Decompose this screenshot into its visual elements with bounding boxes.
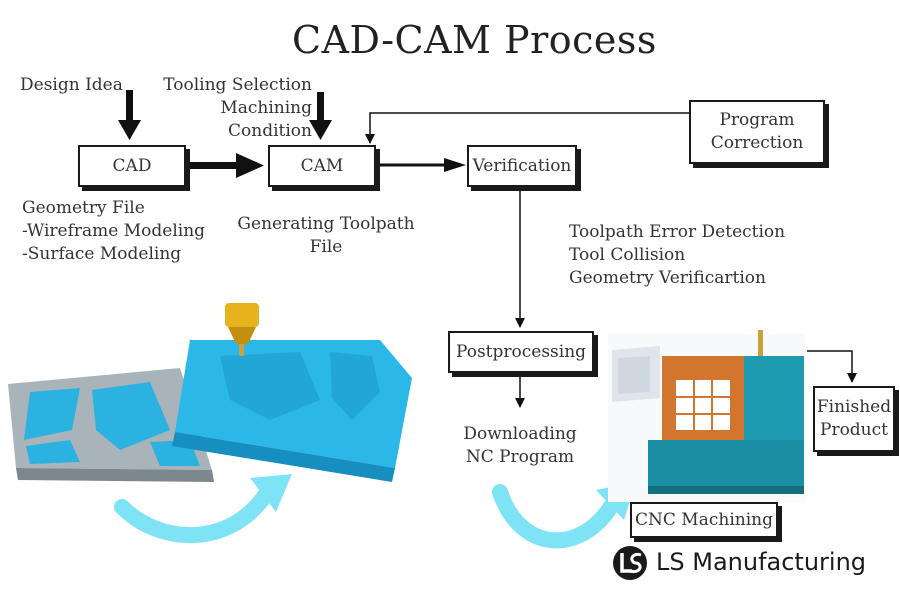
note-toolpath-error: Toolpath Error Detection — [569, 222, 786, 242]
ls-logo-icon — [613, 546, 647, 580]
box-program-correction: Program Correction — [689, 100, 825, 164]
box-postprocessing: Postprocessing — [448, 331, 594, 373]
note-downloading: Downloading — [463, 424, 577, 444]
label-condition: Condition — [228, 121, 312, 141]
page-title: CAD-CAM Process — [292, 18, 657, 62]
arrow-cam-to-verification — [378, 158, 466, 172]
brand-name: LS Manufacturing — [656, 548, 867, 576]
note-surface: -Surface Modeling — [22, 244, 182, 264]
box-cad: CAD — [78, 145, 186, 187]
cnc-machine-illustration — [608, 330, 806, 502]
line-machine-to-finished — [807, 350, 857, 383]
label-machining: Machining — [220, 98, 312, 118]
program-correction-line-1: Program — [719, 110, 795, 130]
label-design-idea: Design Idea — [20, 75, 123, 95]
arrow-tooling-to-cam — [309, 92, 332, 140]
note-toolpath-2: File — [309, 237, 343, 257]
finished-product-line-1: Finished — [816, 397, 892, 417]
arrow-cad-to-cam — [190, 153, 264, 178]
line-correction-to-cam — [365, 112, 690, 144]
arrow-design-to-cad — [118, 90, 141, 140]
cad-part-illustration — [8, 303, 412, 543]
box-verification: Verification — [467, 145, 577, 187]
note-geometry-verification: Geometry Verificartion — [569, 268, 766, 288]
note-nc-program: NC Program — [465, 447, 575, 467]
box-cam: CAM — [268, 145, 376, 187]
program-correction-line-2: Correction — [710, 133, 804, 153]
note-toolpath-1: Generating Toolpath — [237, 214, 415, 234]
note-tool-collision: Tool Collision — [569, 245, 686, 265]
label-tooling-selection: Tooling Selection — [163, 75, 312, 95]
box-cnc-machining: CNC Machining — [630, 502, 778, 538]
note-wireframe: -Wireframe Modeling — [22, 221, 206, 241]
note-geometry-file: Geometry File — [22, 198, 145, 218]
box-finished-product: Finished Product — [813, 386, 895, 452]
finished-product-line-2: Product — [820, 420, 888, 440]
